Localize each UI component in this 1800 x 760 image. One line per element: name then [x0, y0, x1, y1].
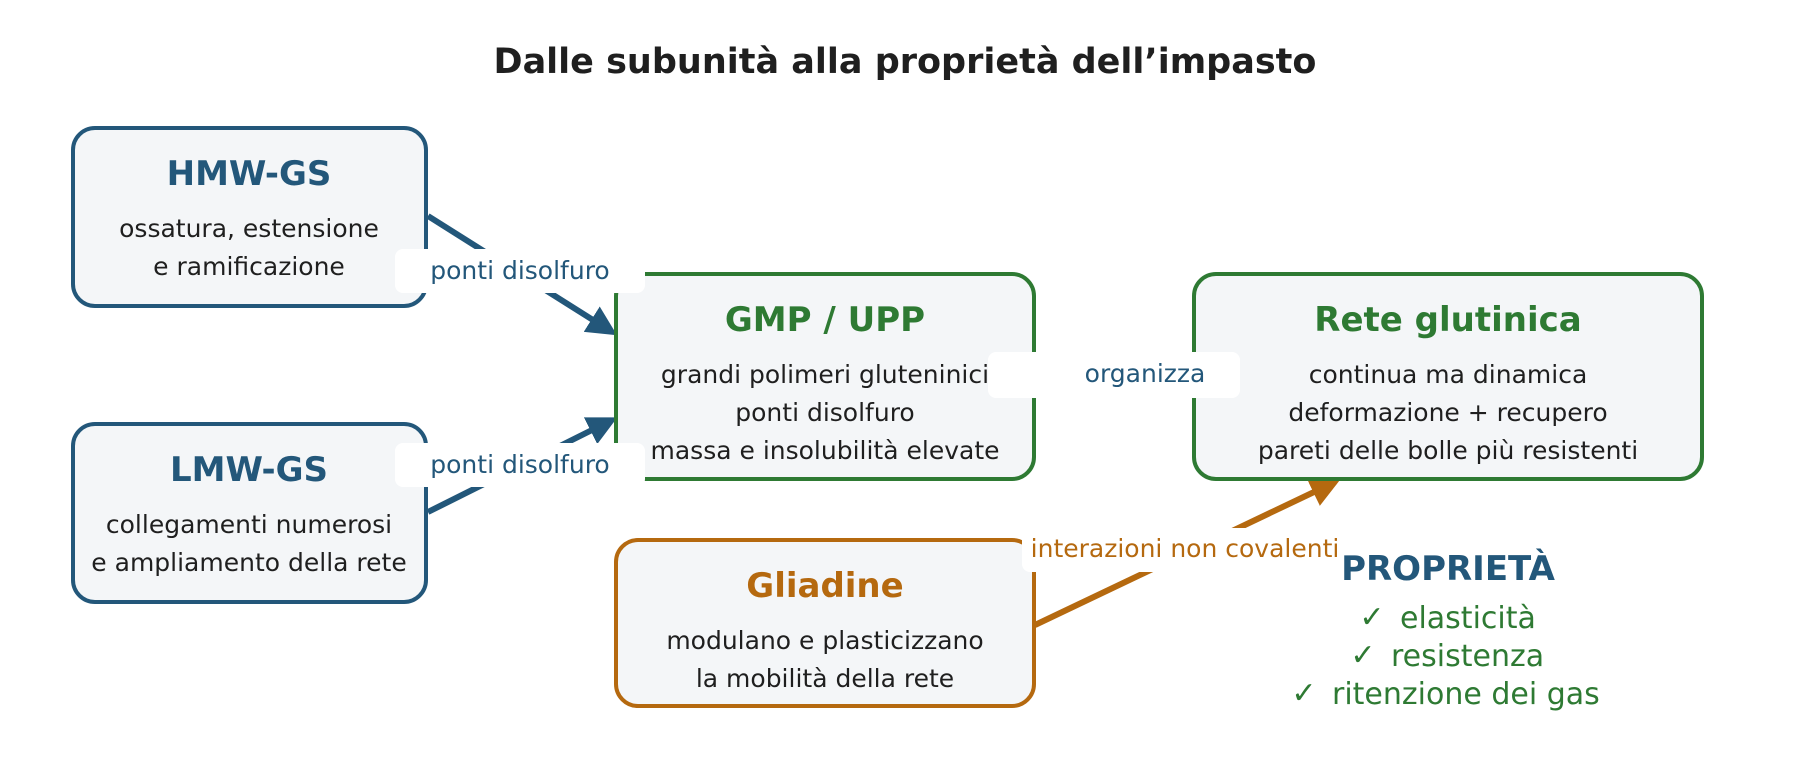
box-lmw-gs-line-1: collegamenti numerosi — [106, 510, 392, 539]
box-lmw-gs-frame — [71, 422, 428, 604]
box-gliadine-line-1: modulano e plasticizzano — [666, 626, 983, 655]
property-item-2: ✓ resistenza — [1350, 638, 1544, 674]
box-gmp-upp-title: GMP / UPP — [725, 300, 925, 340]
box-gmp-upp-line-2: ponti disolfuro — [735, 398, 914, 427]
edge-label-gmp-rete-text: organizza — [1085, 359, 1206, 388]
box-gliadine-line-2: la mobilità della rete — [696, 664, 954, 693]
edge-label-gliadine-rete-text: interazioni non covalenti — [1031, 534, 1340, 563]
edge-label-gliadine-rete: interazioni non covalenti — [1022, 528, 1352, 572]
check-icon: ✓ — [1359, 600, 1384, 635]
diagram-title: Dalle subunità alla proprietà dell’impas… — [494, 42, 1317, 82]
box-gmp-upp: GMP / UPP grandi polimeri gluteninici po… — [614, 272, 1036, 481]
box-hmw-gs: HMW-GS ossatura, estensione e ramificazi… — [71, 126, 428, 308]
box-hmw-gs-line-1: ossatura, estensione — [119, 214, 379, 243]
box-gliadine-title: Gliadine — [746, 566, 903, 606]
check-icon: ✓ — [1350, 638, 1375, 673]
box-hmw-gs-frame — [71, 126, 428, 308]
box-gliadine: Gliadine modulano e plasticizzano la mob… — [614, 538, 1036, 708]
properties-heading: PROPRIETÀ — [1341, 548, 1556, 589]
property-item-1: ✓ elasticità — [1359, 600, 1535, 636]
property-item-3: ✓ ritenzione dei gas — [1291, 676, 1599, 712]
edge-label-hmw-gmp-text: ponti disolfuro — [430, 256, 609, 285]
edge-label-hmw-gmp-bg — [395, 249, 645, 293]
edge-label-hmw-gmp: ponti disolfuro — [395, 249, 645, 293]
property-item-label: resistenza — [1391, 639, 1544, 674]
box-hmw-gs-title: HMW-GS — [167, 154, 332, 194]
box-gliadine-frame — [614, 538, 1036, 708]
box-lmw-gs-line-2: e ampliamento della rete — [91, 548, 406, 577]
edge-label-lmw-gmp-bg — [395, 443, 645, 487]
check-icon: ✓ — [1291, 676, 1316, 711]
box-lmw-gs: LMW-GS collegamenti numerosi e ampliamen… — [71, 422, 428, 604]
edge-label-gmp-rete: organizza — [988, 352, 1240, 398]
property-item-label: elasticità — [1400, 601, 1536, 636]
edge-label-gmp-rete-bg — [988, 352, 1240, 398]
edge-label-lmw-gmp-text: ponti disolfuro — [430, 450, 609, 479]
box-rete-glutinica-line-2: deformazione + recupero — [1288, 398, 1607, 427]
box-lmw-gs-title: LMW-GS — [170, 450, 328, 490]
box-rete-glutinica-line-1: continua ma dinamica — [1309, 360, 1588, 389]
properties-panel: PROPRIETÀ ✓ elasticità ✓ resistenza ✓ ri… — [1291, 548, 1599, 712]
box-rete-glutinica-title: Rete glutinica — [1314, 300, 1581, 340]
property-item-label: ritenzione dei gas — [1332, 677, 1600, 712]
edge-label-gliadine-rete-bg — [1022, 528, 1352, 572]
box-gmp-upp-line-1: grandi polimeri gluteninici — [661, 360, 989, 389]
box-rete-glutinica-line-3: pareti delle bolle più resistenti — [1258, 436, 1638, 465]
edge-label-lmw-gmp: ponti disolfuro — [395, 443, 645, 487]
box-gmp-upp-line-3: massa e insolubilità elevate — [651, 436, 1000, 465]
box-hmw-gs-line-2: e ramificazione — [153, 252, 345, 281]
box-rete-glutinica: Rete glutinica continua ma dinamica defo… — [1192, 272, 1704, 481]
